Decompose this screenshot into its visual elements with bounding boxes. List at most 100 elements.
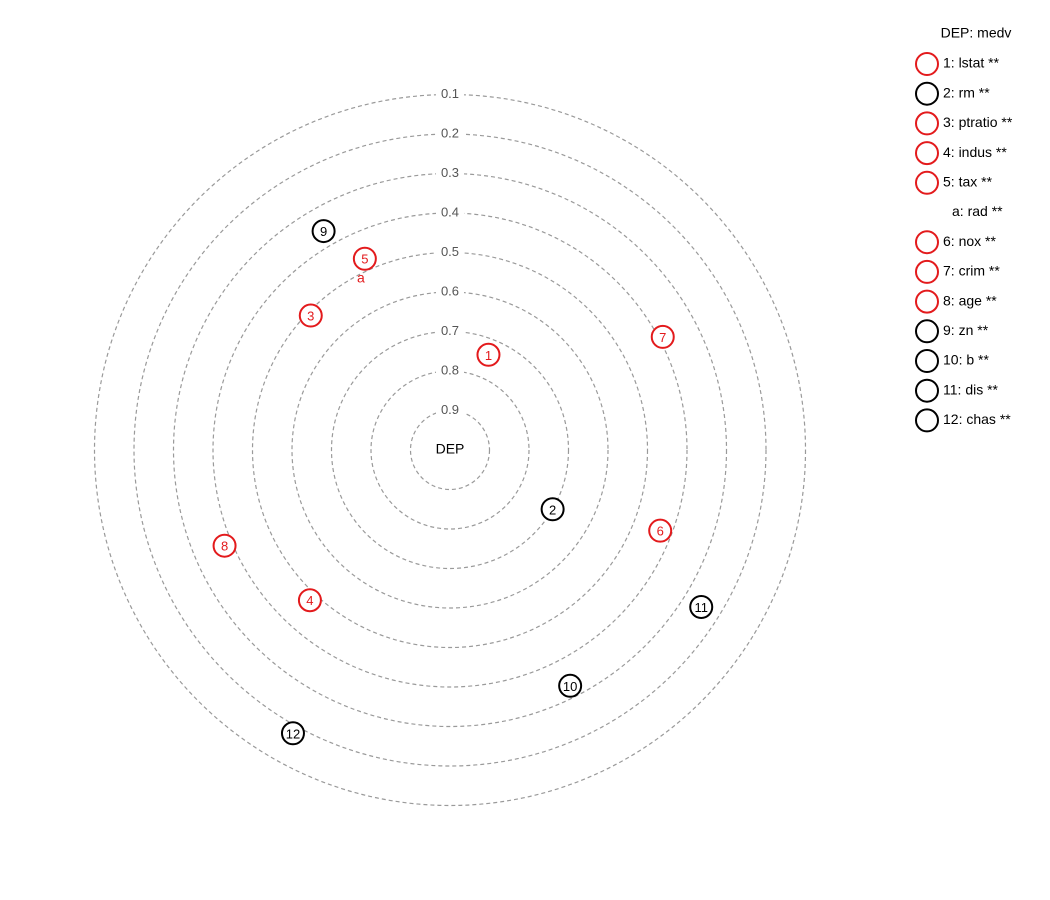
legend-marker	[915, 349, 939, 373]
ring-label-bg	[436, 86, 464, 103]
ring-label: 0.7	[441, 323, 459, 338]
legend-marker	[915, 408, 939, 433]
node-indus: 4	[297, 588, 322, 613]
legend-entry-label: 4: indus **	[943, 144, 1007, 160]
ring-label-bg	[436, 402, 464, 419]
node-zn: 9	[311, 219, 336, 244]
node-rm: 2	[540, 497, 565, 522]
node-marker	[311, 219, 336, 244]
node-marker	[297, 588, 322, 613]
legend-marker	[915, 81, 939, 106]
ring-label: 0.8	[441, 362, 459, 377]
legend-item-rad: a: rad **	[952, 203, 1003, 219]
legend-marker	[915, 259, 939, 284]
legend-entry-label: 5: tax **	[943, 174, 993, 190]
node-id-label: 4	[306, 593, 313, 608]
legend-marker	[915, 319, 939, 344]
node-id-label: 3	[307, 309, 314, 324]
legend-entry-label: 1: lstat **	[943, 55, 1000, 71]
ring-label-bg	[436, 165, 464, 182]
node-marker	[280, 721, 305, 746]
rings-layer: 0.10.20.30.40.50.60.70.80.9	[93, 86, 807, 807]
ring-label: 0.1	[441, 86, 459, 101]
node-id-label: 2	[549, 502, 556, 517]
node-marker	[648, 518, 673, 543]
legend-item-ptratio: 3: ptratio **	[915, 111, 1013, 136]
legend-entry-label: 6: nox **	[943, 233, 996, 249]
ring-label-bg	[436, 244, 464, 261]
legend-item-age: 8: age **	[915, 289, 997, 314]
legend-entry-label: 11: dis **	[943, 381, 999, 397]
node-b: 10	[558, 673, 583, 698]
legend-marker	[915, 378, 939, 403]
legend-marker	[915, 170, 939, 195]
legend-marker	[915, 141, 939, 166]
legend-sub-entry-label: a: rad **	[952, 203, 1003, 219]
node-chas: 12	[280, 721, 305, 746]
ring-label: 0.9	[441, 402, 459, 417]
node-id-label: 9	[320, 224, 327, 239]
legend-marker	[915, 230, 939, 255]
legend-item-zn: 9: zn **	[915, 319, 989, 344]
ring-label-bg	[436, 284, 464, 300]
legend: DEP: medv 1: lstat ** 2: rm ** 3: ptratio …	[915, 25, 1013, 433]
legend-item-nox: 6: nox **	[915, 230, 996, 255]
legend-entry-label: 12: chas **	[943, 411, 1011, 427]
ring-label-bg	[436, 205, 464, 221]
node-marker	[558, 673, 583, 698]
ring-label: 0.2	[441, 125, 459, 140]
legend-item-rm: 2: rm **	[915, 81, 990, 106]
ring-label-bg	[436, 363, 464, 379]
node-marker	[650, 324, 675, 349]
ring-label-bg	[436, 323, 464, 340]
legend-marker	[915, 52, 939, 76]
ring-label: 0.6	[441, 283, 459, 298]
ring-label: 0.5	[441, 244, 459, 259]
ring-0.2	[133, 133, 767, 767]
legend-item-crim: 7: crim **	[915, 259, 1000, 284]
node-id-label: 10	[563, 679, 577, 694]
node-tax: 5a	[352, 246, 377, 285]
node-crim: 7	[650, 324, 675, 349]
node-dis: 11	[689, 594, 714, 619]
ring-label-bg	[436, 126, 464, 142]
legend-entry-label: 10: b **	[943, 352, 989, 368]
legend-item-indus: 4: indus **	[915, 141, 1007, 166]
node-id-label: 1	[485, 348, 492, 363]
ring-0.7	[330, 330, 570, 570]
ring-label: 0.3	[441, 165, 459, 180]
legend-entry-label: 2: rm **	[943, 84, 990, 100]
node-marker	[352, 246, 377, 271]
node-marker	[689, 594, 714, 619]
legend-item-chas: 12: chas **	[915, 408, 1011, 433]
legend-item-tax: 5: tax **	[915, 170, 993, 195]
legend-entry-label: 3: ptratio **	[943, 114, 1013, 130]
legend-item-b: 10: b **	[915, 349, 989, 373]
node-marker	[212, 533, 237, 558]
node-id-label: 11	[694, 600, 708, 615]
legend-marker	[915, 289, 939, 314]
node-ptratio: 3	[298, 303, 323, 328]
node-id-label: 6	[657, 524, 664, 539]
node-id-label: 8	[221, 539, 228, 554]
node-marker	[540, 497, 565, 522]
legend-entry-label: 9: zn **	[943, 322, 989, 338]
node-marker	[298, 303, 323, 328]
ring-0.5	[251, 251, 649, 649]
node-id-label: 7	[659, 330, 666, 345]
node-marker	[476, 342, 501, 367]
legend-item-lstat: 1: lstat **	[915, 52, 1000, 76]
node-age: 8	[212, 533, 237, 558]
node-id-label: 12	[286, 726, 300, 741]
node-lstat: 1	[476, 342, 501, 367]
legend-item-dis: 11: dis **	[915, 378, 999, 403]
node-nox: 6	[648, 518, 673, 543]
center-label: DEP	[436, 441, 465, 457]
legend-title: DEP: medv	[941, 25, 1012, 41]
node-sub-label: a	[357, 269, 365, 285]
node-id-label: 5	[361, 252, 368, 267]
legend-marker	[915, 111, 939, 136]
legend-entry-label: 8: age **	[943, 292, 997, 308]
